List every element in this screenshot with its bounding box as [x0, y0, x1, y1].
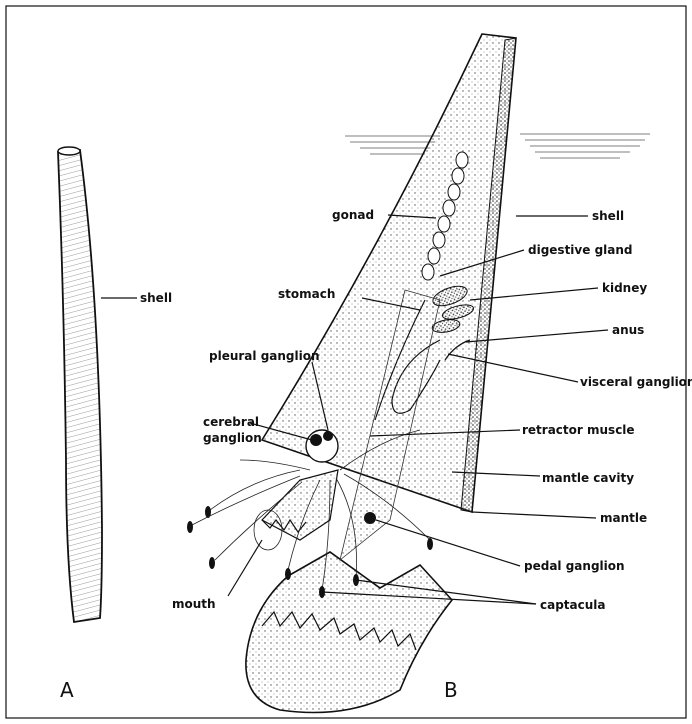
head-bulb: [306, 430, 338, 462]
pedal-ganglion-label: pedal ganglion: [524, 559, 625, 573]
panel-a-letter: A: [60, 678, 74, 702]
mantle-cavity-label: mantle cavity: [542, 471, 634, 485]
stomach-label: stomach: [278, 287, 335, 301]
pleural-ganglion-dot: [323, 431, 333, 441]
pedal-ganglion-leader: [376, 520, 520, 566]
shell-a-drawing: [58, 147, 102, 622]
mantle-leader: [472, 512, 596, 518]
pedal-ganglion-dot: [364, 512, 376, 524]
gonad-label: gonad: [332, 208, 374, 222]
foot-drawing: [246, 552, 452, 713]
retractor-muscle-label: retractor muscle: [522, 423, 635, 437]
captacula-label: captacula: [540, 598, 606, 612]
anus-label: anus: [612, 323, 644, 337]
panel-b-letter: B: [444, 678, 458, 702]
kidney-label: kidney: [602, 281, 647, 295]
cerebral-ganglion-label-1: cerebral: [203, 415, 259, 429]
mouth-label: mouth: [172, 597, 216, 611]
cerebral-ganglion-label-2: ganglion: [203, 431, 262, 445]
mantle-label: mantle: [600, 511, 647, 525]
visceral-ganglion-label: visceral ganglion: [580, 375, 692, 389]
shell-a-label: shell: [140, 291, 172, 305]
pleural-ganglion-label: pleural ganglion: [209, 349, 320, 363]
digestive-gland-label: digestive gland: [528, 243, 633, 257]
shell-b-label: shell: [592, 209, 624, 223]
mouth-leader: [228, 540, 262, 596]
